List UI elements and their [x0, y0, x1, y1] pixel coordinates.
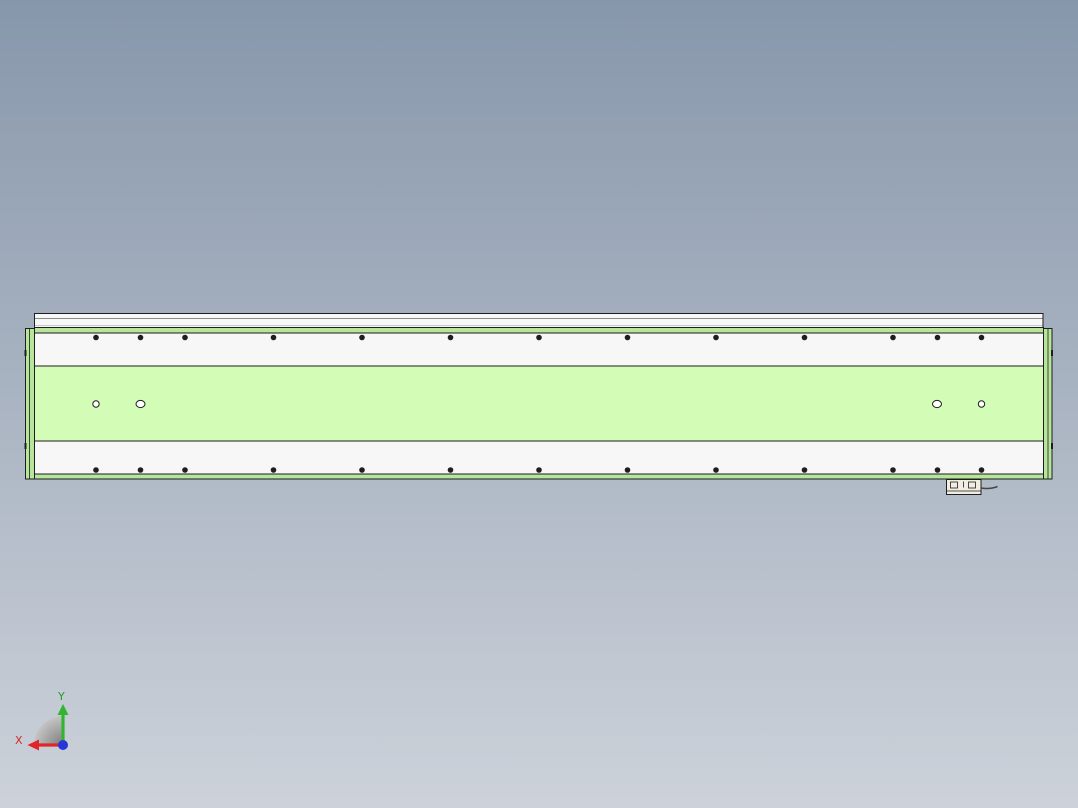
mount-hole-bottom-11 [890, 467, 896, 473]
mount-hole-top-8 [624, 334, 631, 341]
carriage-track-face[interactable] [34, 365, 1044, 442]
reference-triad[interactable]: Y X [15, 690, 69, 751]
left-end-cap[interactable] [25, 328, 35, 480]
mount-hole-top-1 [93, 334, 99, 341]
mount-hole-bottom-1 [93, 467, 99, 473]
right-end-cap-notch-bottom [1051, 443, 1053, 449]
mount-hole-top-4 [270, 334, 277, 341]
mount-hole-top-12 [934, 334, 941, 341]
mount-hole-top-11 [890, 334, 896, 341]
linear-module[interactable] [24, 313, 1054, 480]
mount-hole-top-13 [978, 334, 985, 341]
sensor-screw-right [968, 481, 976, 489]
mount-hole-bottom-12 [934, 467, 941, 473]
body-bottom-rail-edge[interactable] [34, 473, 1044, 480]
y-axis-label: Y [57, 690, 65, 703]
body-top-rail-edge[interactable] [34, 327, 1044, 334]
left-end-cap-notch-bottom [24, 443, 27, 449]
mount-hole-top-5 [359, 334, 365, 341]
mount-hole-bottom-13 [978, 467, 985, 473]
locating-hole-right-slot [932, 399, 942, 409]
mount-hole-bottom-4 [270, 467, 277, 473]
locating-hole-right-round [977, 400, 986, 408]
mount-hole-bottom-6 [447, 467, 454, 473]
mounting-holes [93, 334, 985, 473]
mount-hole-top-3 [182, 334, 188, 341]
left-end-cap-notch-top [24, 350, 27, 356]
right-end-cap-notch-top [1051, 350, 1053, 356]
mount-hole-bottom-7 [536, 467, 542, 473]
mount-hole-bottom-9 [713, 467, 719, 473]
mount-hole-top-7 [536, 334, 542, 341]
mount-hole-top-6 [447, 334, 454, 341]
mount-hole-bottom-8 [624, 467, 631, 473]
y-axis-arrowhead-icon[interactable] [57, 704, 69, 715]
locating-hole-left-slot [135, 399, 146, 409]
mount-hole-bottom-3 [182, 467, 188, 473]
mount-hole-bottom-2 [137, 467, 144, 473]
z-axis-origin-icon[interactable] [58, 740, 68, 750]
mount-hole-bottom-10 [801, 467, 808, 473]
sensor-screw-left [950, 481, 958, 489]
x-axis-arrowhead-icon[interactable] [27, 739, 40, 751]
limit-sensor[interactable] [946, 479, 998, 495]
mount-hole-bottom-5 [359, 467, 365, 473]
mount-hole-top-2 [137, 334, 144, 341]
sensor-cable [980, 485, 998, 490]
locating-hole-left-round [92, 400, 100, 408]
mount-hole-top-9 [713, 334, 719, 341]
triad-quadrant [34, 716, 63, 745]
x-axis-label: X [15, 734, 23, 747]
mount-hole-top-10 [801, 334, 808, 341]
